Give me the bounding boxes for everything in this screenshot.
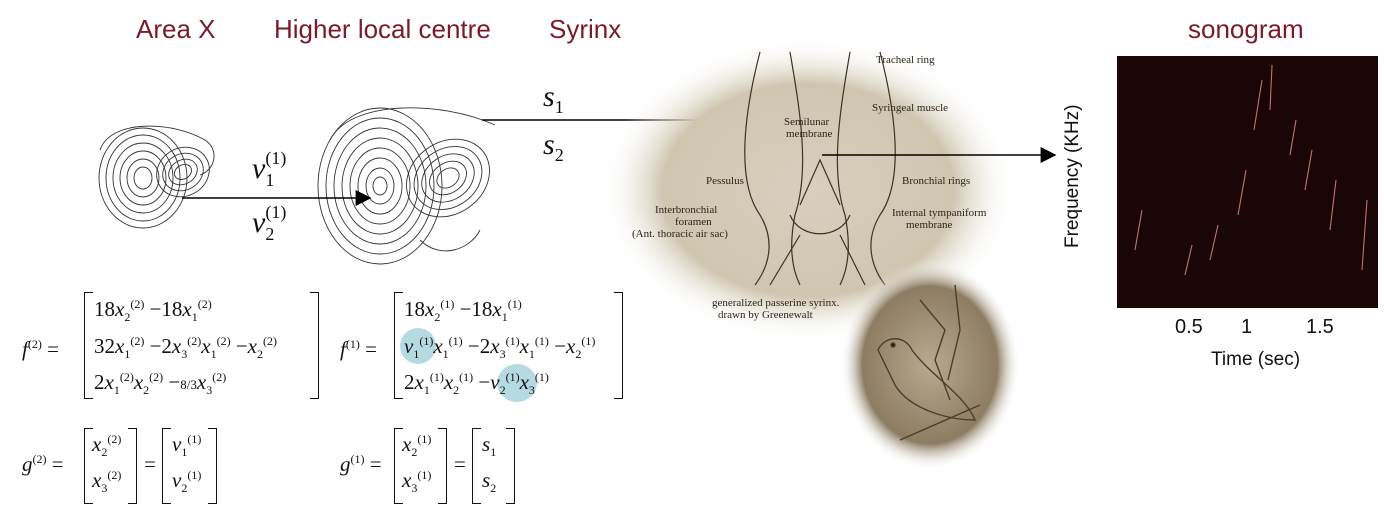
attractor-higher-local-centre (318, 108, 505, 264)
label-s1: s1 (543, 80, 564, 118)
bird-image (840, 260, 1020, 470)
label-s2: s2 (543, 128, 564, 166)
sonogram-xtick-1: 1 (1241, 316, 1252, 339)
sonogram-xlabel: Time (sec) (1211, 349, 1300, 371)
attractor-area-x (99, 126, 218, 228)
sonogram-plot (1117, 56, 1378, 308)
sonogram-xtick-0: 0.5 (1175, 316, 1203, 339)
label-v2: v(1)2 (252, 206, 287, 240)
label-v1: v(1)1 (252, 152, 287, 186)
sonogram-xtick-2: 1.5 (1306, 316, 1334, 339)
